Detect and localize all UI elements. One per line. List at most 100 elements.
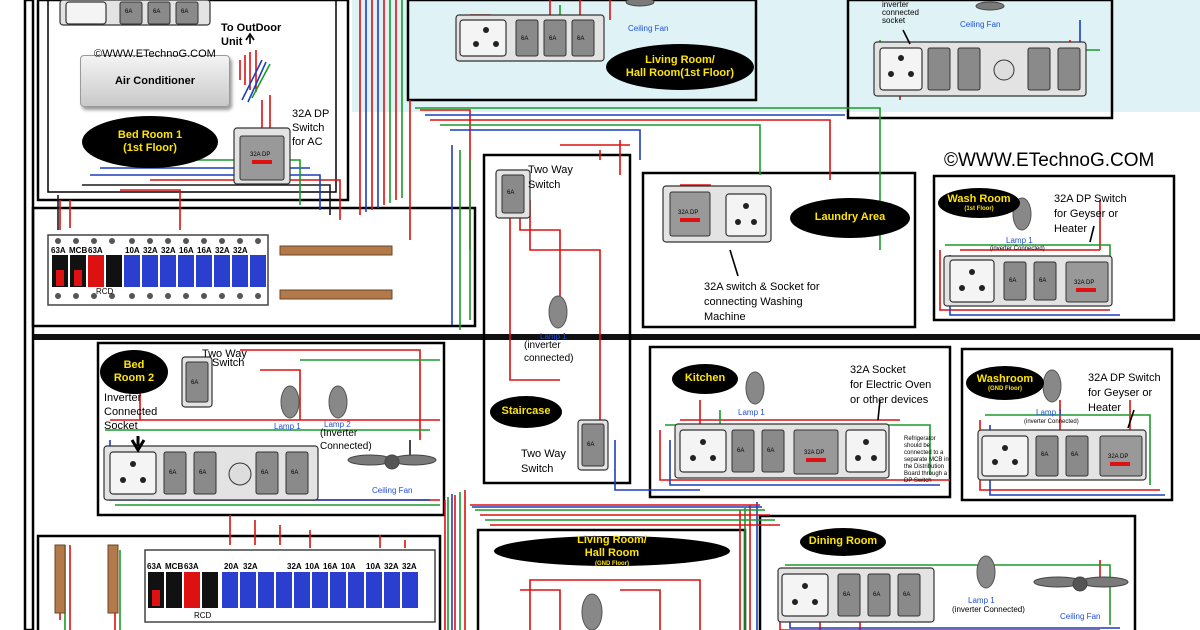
db2-rating-4: 32A	[287, 562, 302, 571]
switch-6a-label: 6A	[737, 448, 745, 454]
db1-breakers	[52, 255, 266, 287]
kitchen-note-3: or other devices	[850, 394, 929, 406]
fridge-note-2: should be	[904, 443, 931, 449]
laundry-note-1: 32A switch & Socket for	[704, 281, 820, 293]
geyser-label-2b: for Geyser or	[1088, 387, 1153, 399]
air-conditioner-label: Air Conditioner	[114, 75, 196, 87]
db2-rating-0: 63A	[147, 562, 162, 571]
geyser-label-1b: for Geyser or	[1054, 208, 1119, 220]
dining-lamp-note: (inverter Connected)	[952, 605, 1025, 614]
switch-6a-label: 6A	[181, 9, 189, 15]
dining-fan-label: Ceiling Fan	[1060, 612, 1101, 621]
wash-room-1-box	[932, 174, 1176, 322]
bed-room-1-label: Bed Room 1(1st Floor)	[82, 116, 218, 168]
switch-6a-label: 6A	[199, 470, 207, 476]
bed2-lamp2-note-1: (Inverter	[320, 428, 358, 439]
db2-box	[36, 534, 442, 630]
inverter-socket-label-1: Inverter	[104, 392, 142, 404]
staircase-lamp-note-1: (inverter	[524, 340, 561, 351]
washg-lamp-note: (inverter Connected)	[1024, 419, 1079, 425]
switch-6a-label: 6A	[1009, 278, 1017, 284]
neutral-bar-2	[54, 544, 66, 614]
two-way-switch-label-3: Two Way	[521, 448, 566, 460]
switch-6a-label: 6A	[261, 470, 269, 476]
switch-dp-label: 32A DP	[250, 152, 271, 158]
bed2-two-way-label-2: Switch	[212, 357, 245, 369]
switch-6a-label: 6A	[577, 36, 585, 42]
laundry-note-3: Machine	[704, 311, 746, 323]
kitchen-note-2: for Electric Oven	[850, 379, 932, 391]
switch-6a-label: 6A	[1039, 278, 1047, 284]
db2-rating-8: 10A	[366, 562, 381, 571]
fridge-note-7: DP Switch	[904, 478, 932, 484]
db1-rating-8: 32A	[233, 246, 248, 255]
ac-switch-label-2: Switch	[292, 122, 325, 134]
living-room-1-label: Living Room/Hall Room(1st Floor)	[606, 44, 754, 90]
washroom-gnd-box	[960, 347, 1174, 502]
dining-box	[758, 514, 1137, 630]
db1-rating-5: 16A	[179, 246, 194, 255]
switch-6a-label: 6A	[191, 380, 199, 386]
fridge-note-4: separate MCB in	[904, 457, 949, 463]
watermark-main: ©WWW.ETechnoG.COM	[944, 150, 1155, 171]
db2-rating-2: 20A	[224, 562, 239, 571]
bed2-lamp2-note-2: Connected)	[320, 441, 372, 452]
db2-rating-10: 32A	[402, 562, 417, 571]
switch-6a-label: 6A	[291, 470, 299, 476]
two-way-switch-label-4: Switch	[521, 463, 554, 475]
earth-bar-1	[279, 289, 393, 300]
switch-6a-label: 6A	[549, 36, 557, 42]
laundry-box	[641, 171, 917, 329]
db1-rating-1: 63A	[88, 246, 103, 255]
wash1-lamp-label: Lamp 1	[1006, 236, 1033, 245]
kitchen-lamp-label: Lamp 1	[738, 408, 765, 417]
bed2-lamp2-label: Lamp 2	[324, 420, 351, 429]
db2-rating-1: 63A	[184, 562, 199, 571]
db2-mcb-label: MCB	[165, 562, 184, 571]
inverter-socket-label-2: Connected	[104, 406, 158, 418]
bed-room-1-box	[36, 0, 350, 202]
unit-label: Unit	[221, 36, 243, 48]
watermark-small: ©WWW.ETechnoG.COM	[94, 48, 216, 60]
earth-bar-2	[107, 544, 119, 614]
db1-rating-6: 16A	[197, 246, 212, 255]
fridge-note-5: the Distribution	[904, 464, 945, 470]
fridge-note-6: Board through a	[904, 471, 948, 477]
switch-6a-label: 6A	[1041, 452, 1049, 458]
bed-room-2-box	[96, 341, 446, 517]
db1-box	[31, 206, 477, 328]
bed2-two-way-label-1: Two Way	[202, 348, 247, 360]
fans	[347, 0, 1129, 592]
kitchen-note-1: 32A Socket	[850, 364, 906, 376]
db2-rcd-label: RCD	[194, 611, 212, 620]
bed2-lamp1-label: Lamp 1	[274, 422, 301, 431]
dining-lamp-label: Lamp 1	[968, 596, 995, 605]
switch-6a-label: 6A	[767, 448, 775, 454]
staircase-lamp-label: Lamp 1	[540, 332, 567, 341]
db1-rating-0: 63A	[51, 246, 66, 255]
washg-lamp-label: Lamp 1	[1036, 408, 1063, 417]
db2-breakers	[148, 572, 418, 608]
staircase-box	[482, 153, 632, 485]
living-room-1-box	[406, 0, 758, 102]
db1-rating-3: 32A	[143, 246, 158, 255]
switch-6a-label: 6A	[587, 442, 595, 448]
geyser-label-2a: 32A DP Switch	[1088, 372, 1161, 384]
ac-switch-label-1: 32A DP	[292, 108, 330, 120]
two-way-switch-label-1: Two Way	[528, 164, 573, 176]
switch-6a-label: 6A	[125, 9, 133, 15]
neutral-bar-1	[279, 245, 393, 256]
wash-room-1-label: Wash Room(1st Floor)	[938, 188, 1020, 218]
floor-separator	[25, 334, 1200, 340]
db1-rating-4: 32A	[161, 246, 176, 255]
top-socket-note-3: socket	[882, 16, 906, 25]
wash1-lamp-note: (inverter Connected)	[990, 246, 1045, 252]
db2-rating-6: 16A	[323, 562, 338, 571]
top-right-room-box	[846, 0, 1114, 120]
dining-label: Dining Room	[800, 528, 886, 556]
top-right-fan-label: Ceiling Fan	[960, 20, 1001, 29]
fridge-note-3: connected to a	[904, 450, 944, 456]
